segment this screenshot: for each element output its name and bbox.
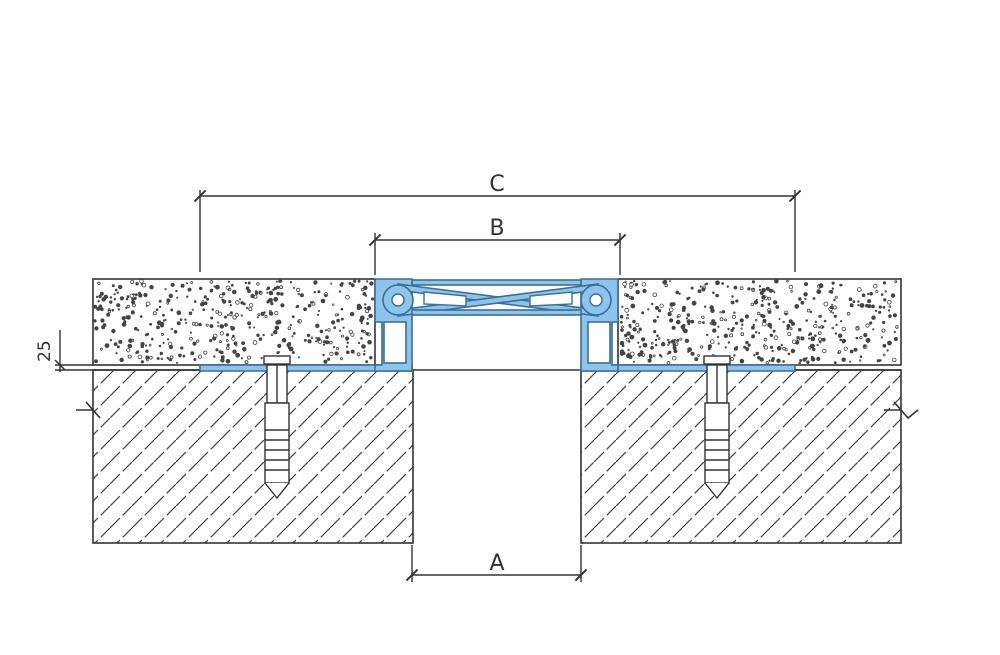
profile-hook-details: [391, 291, 603, 307]
dimension-a-label: A: [489, 551, 504, 576]
anchor-bolt-right: [703, 355, 731, 500]
break-symbol-left: [76, 401, 101, 419]
concrete-slab-left: [92, 369, 414, 544]
anchor-bolt-left: [263, 355, 291, 500]
dimension-c-label: C: [489, 172, 504, 197]
screed-layer-right: [617, 278, 902, 366]
dimension-b: [368, 233, 627, 275]
dimension-b-label: B: [489, 216, 504, 241]
screed-layer-left: [92, 278, 376, 366]
dimension-c: [193, 189, 802, 272]
dimension-thickness-label: 25: [35, 340, 55, 362]
dimension-thickness: [54, 330, 93, 372]
break-symbol-right: [884, 401, 919, 420]
concrete-slab-right: [580, 369, 902, 544]
dimension-a: [405, 545, 588, 582]
